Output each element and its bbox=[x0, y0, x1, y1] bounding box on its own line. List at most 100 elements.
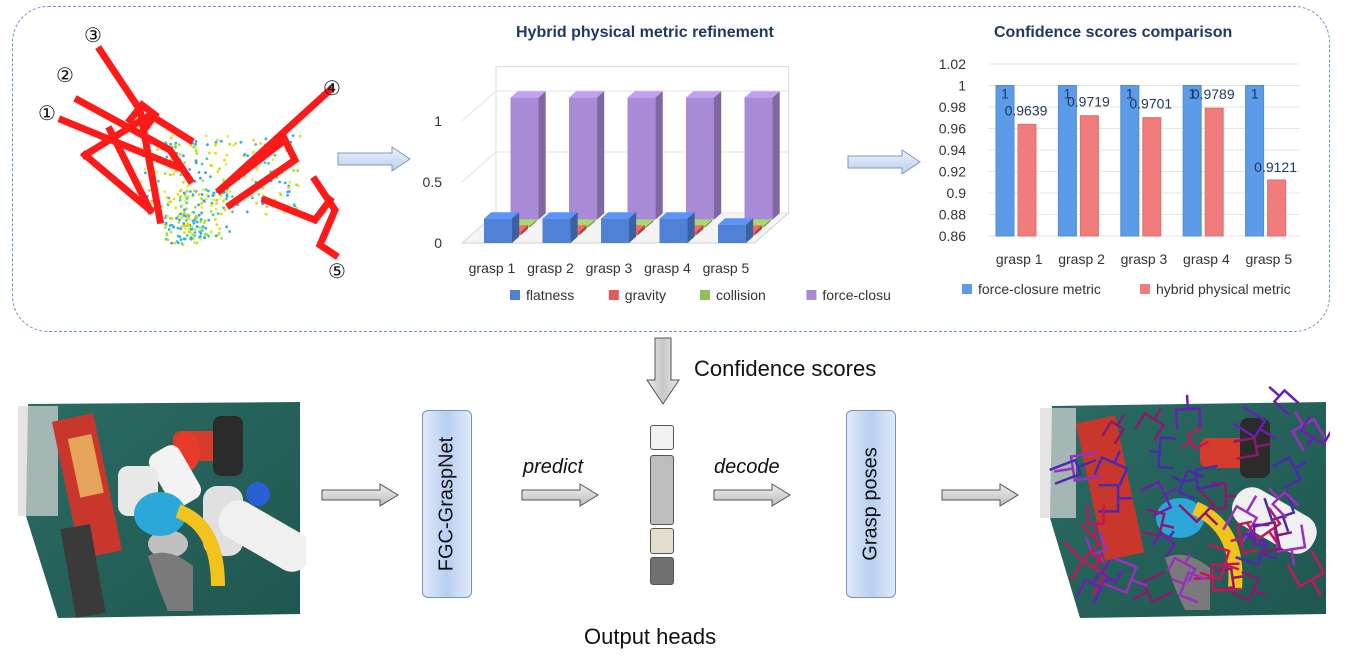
grasp-pose-mark bbox=[1245, 507, 1282, 544]
legend-label: force-closure metric bbox=[978, 281, 1101, 297]
bar-flatness-top bbox=[542, 212, 578, 219]
grasp-pose-mark bbox=[1132, 570, 1174, 604]
chart1-title: Hybrid physical metric refinement bbox=[516, 24, 774, 41]
bar-force-closure-top bbox=[744, 91, 780, 98]
grasp-pose-mark bbox=[1222, 495, 1259, 542]
chart2-ytick: 0.96 bbox=[939, 121, 966, 137]
grasp-pose-mark bbox=[1174, 394, 1202, 431]
bar-flatness-top bbox=[601, 212, 637, 219]
chart1-category-label: grasp 4 bbox=[644, 260, 691, 276]
grasp-pose-mark bbox=[1231, 570, 1266, 603]
chart1-ytick: 1 bbox=[434, 113, 442, 129]
bar-force-closure-top bbox=[686, 91, 722, 98]
grasp-pose-mark bbox=[1268, 385, 1300, 416]
bar-flatness-side bbox=[687, 212, 695, 243]
arrow-right-icon bbox=[321, 483, 399, 507]
chart2-ytick: 0.94 bbox=[939, 142, 966, 158]
chart2-ytick: 0.92 bbox=[939, 164, 966, 180]
point-cloud bbox=[139, 133, 302, 247]
legend-label-force-closure: force-closure bbox=[822, 287, 890, 303]
bar-force-closure-side bbox=[597, 91, 605, 220]
bar-gravity-side bbox=[637, 225, 645, 236]
bar-flatness-top bbox=[484, 212, 520, 219]
bar-force-closure-top bbox=[510, 91, 546, 98]
bar-hybrid-physical-metric bbox=[1267, 179, 1287, 237]
arrow-right-icon bbox=[713, 483, 791, 507]
grasp-pose-mark bbox=[1268, 487, 1300, 519]
arrow-right-icon bbox=[521, 483, 599, 507]
bar-flatness-side bbox=[629, 212, 637, 243]
legend-label-collision: collision bbox=[716, 287, 766, 303]
chart2-ytick: 0.86 bbox=[939, 228, 966, 244]
legend-label-flatness: flatness bbox=[526, 287, 574, 303]
chart1-ytick: 0.5 bbox=[423, 174, 443, 190]
data-label-hybrid: 0.9639 bbox=[1005, 102, 1048, 118]
grasp-poses-block: Grasp poses bbox=[846, 410, 896, 598]
network-label: FGC-GraspNet bbox=[435, 436, 458, 572]
grasp-pose-mark bbox=[1141, 508, 1175, 538]
data-label-hybrid: 0.9121 bbox=[1254, 159, 1297, 175]
input-scene-image bbox=[18, 402, 306, 618]
bar-gravity-side bbox=[754, 225, 762, 236]
bar-collision-side bbox=[588, 219, 596, 228]
grasp-label-1: ① bbox=[38, 103, 56, 125]
grasp-label-2: ② bbox=[56, 65, 74, 87]
grasp-pose-mark bbox=[1210, 482, 1237, 510]
chart2-category-label: grasp 5 bbox=[1245, 251, 1292, 267]
bar-flatness-side bbox=[570, 212, 578, 243]
grasp-pose-mark bbox=[1243, 523, 1270, 546]
legend-label-gravity: gravity bbox=[625, 287, 666, 303]
grasp-pose-mark bbox=[1086, 504, 1106, 537]
grasp-pose-mark bbox=[1093, 450, 1129, 487]
arrow-right-icon bbox=[337, 146, 411, 172]
legend-label: hybrid physical metric bbox=[1156, 281, 1291, 297]
bar-collision-side bbox=[763, 219, 771, 228]
legend-swatch-gravity bbox=[608, 290, 619, 300]
chart2-title: Confidence scores comparison bbox=[994, 24, 1233, 41]
bar-force-closure-side bbox=[714, 91, 722, 220]
chart2-ytick: 0.9 bbox=[947, 185, 967, 201]
grasp-pose-mark bbox=[1171, 570, 1208, 604]
bar-flatness bbox=[718, 224, 746, 243]
grasp-pose-mark bbox=[1178, 486, 1219, 526]
output-head-1 bbox=[650, 425, 674, 450]
chart1-ytick: 0 bbox=[434, 235, 442, 251]
legend-swatch-force-closure bbox=[806, 290, 817, 300]
bar-hybrid-physical-metric bbox=[1142, 117, 1162, 237]
bar-force-closure-side bbox=[538, 91, 546, 220]
grasp-pose-mark bbox=[1103, 556, 1148, 595]
bar-force-closure-metric bbox=[1182, 85, 1202, 237]
output-head-3 bbox=[650, 528, 674, 554]
output-head-2 bbox=[650, 455, 674, 525]
arrow-down-icon bbox=[646, 337, 680, 405]
bar-flatness bbox=[659, 218, 688, 243]
data-label-hybrid: 0.9789 bbox=[1192, 86, 1235, 102]
chart2-category-label: grasp 1 bbox=[996, 251, 1043, 267]
grasp-pose-mark bbox=[1166, 553, 1197, 583]
data-label-hybrid: 0.9719 bbox=[1067, 94, 1110, 110]
grasp-pose-mark bbox=[1063, 524, 1105, 566]
network-block: FGC-GraspNet bbox=[422, 410, 472, 598]
bar-flatness-side bbox=[746, 218, 754, 243]
data-label-force-closure: 1 bbox=[1064, 86, 1072, 102]
grasp-pose-mark bbox=[1150, 530, 1177, 558]
chart2-ytick: 1.02 bbox=[939, 56, 966, 72]
bar-gravity-side bbox=[520, 225, 528, 236]
grasp-pose-mark bbox=[1149, 436, 1176, 470]
grasp-pose-mark bbox=[1181, 426, 1210, 451]
data-label-force-closure: 1 bbox=[1126, 86, 1134, 102]
grasp-pose-mark bbox=[1299, 416, 1330, 448]
bar-force-closure-top bbox=[627, 91, 663, 98]
output-scene-image bbox=[1040, 385, 1330, 618]
grasp-pose-mark bbox=[1232, 406, 1276, 440]
bar-flatness-top bbox=[659, 212, 695, 219]
chart2-category-label: grasp 4 bbox=[1183, 251, 1230, 267]
arrow-right-icon bbox=[847, 149, 921, 175]
grasp-pose-mark bbox=[1230, 520, 1259, 555]
predict-label: predict bbox=[523, 456, 584, 478]
grasp-pose-mark bbox=[1101, 414, 1126, 445]
arrow-right-icon bbox=[941, 483, 1019, 507]
grasp-pose-mark bbox=[1099, 559, 1125, 587]
grasp-pose-mark bbox=[1054, 451, 1102, 482]
bar-force-closure-metric bbox=[995, 85, 1015, 237]
